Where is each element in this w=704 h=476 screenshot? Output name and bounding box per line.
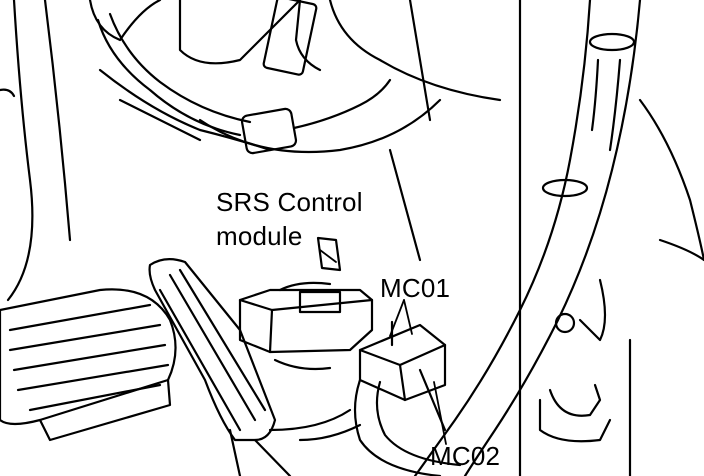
mc02-label: MC02 <box>430 441 501 471</box>
brake-pedal <box>0 288 177 442</box>
floor-lines <box>268 358 362 442</box>
leader-lines <box>319 249 447 445</box>
srs-control-module <box>238 236 374 354</box>
right-bracket <box>518 0 704 476</box>
accelerator-pedal <box>148 258 292 476</box>
mc01-label: MC01 <box>380 273 451 303</box>
steering-column <box>413 0 642 476</box>
left-panel-edge <box>0 0 72 302</box>
srs-module-label: module <box>216 221 303 251</box>
srs-control-label: SRS Control <box>216 187 363 217</box>
upper-wire-harness <box>96 0 392 155</box>
dash-upper-structure <box>88 0 502 262</box>
